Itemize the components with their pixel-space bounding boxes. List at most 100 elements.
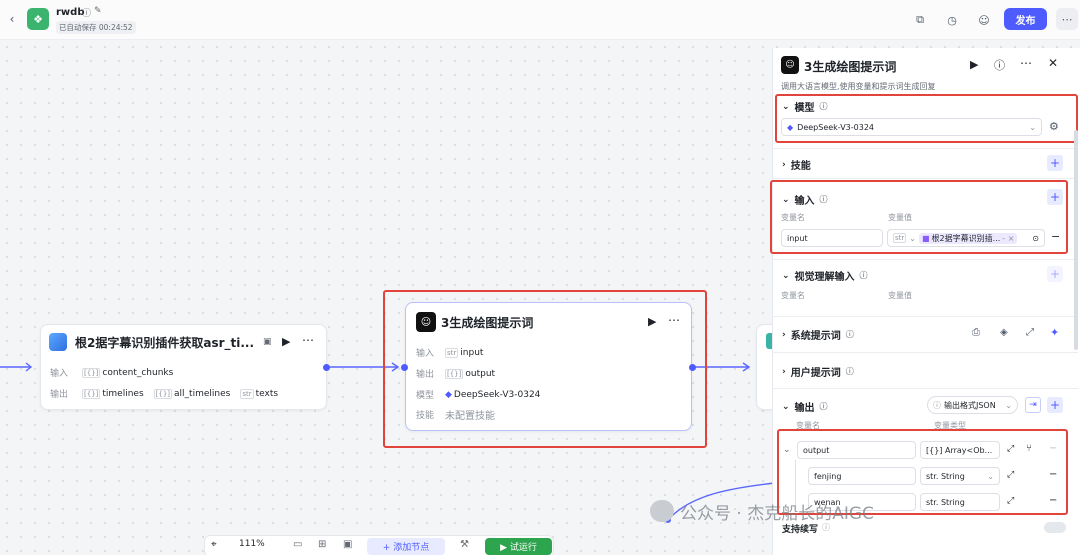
output-tag: output [465, 368, 496, 379]
input-label: 输入 [50, 369, 69, 379]
debug-icon[interactable]: ⚒ [460, 539, 469, 550]
plugin-icon [49, 333, 67, 351]
output-var-name-field[interactable]: fenjing [808, 467, 916, 485]
close-icon[interactable]: ✕ [1048, 56, 1059, 70]
add-skill-button[interactable]: + [1047, 155, 1063, 171]
remove-output-icon[interactable]: − [1049, 469, 1058, 480]
output-tag: timelines [102, 388, 144, 399]
more-icon[interactable]: ⋯ [302, 333, 314, 347]
output-format-select[interactable]: ⓘ 输出格式JSON ⌄ [927, 396, 1018, 414]
streaming-toggle[interactable] [1044, 522, 1066, 533]
publish-button[interactable]: 发布 [1004, 8, 1047, 30]
tree-line [795, 460, 796, 510]
reference-icon[interactable]: ⊙ [1032, 233, 1039, 243]
remove-output-icon[interactable]: − [1049, 443, 1058, 454]
var-value-header: 变量值 [888, 291, 912, 300]
info-icon: ⓘ [819, 102, 828, 111]
clear-icon[interactable]: - × [1002, 233, 1015, 243]
highlight-frame-output [777, 429, 1068, 515]
expand-icon[interactable]: ⤢ [1007, 444, 1015, 454]
panel-scrollbar[interactable] [1074, 130, 1078, 350]
add-visual-input-button[interactable]: + [1047, 266, 1063, 282]
more-icon[interactable]: ⋯ [1020, 56, 1032, 70]
remove-output-icon[interactable]: − [1049, 495, 1058, 506]
input-port[interactable] [401, 364, 408, 371]
history-icon[interactable]: ◷ [947, 13, 957, 27]
info-icon: ⓘ [933, 400, 941, 410]
info-icon: ⓘ [859, 271, 868, 280]
plugin-icon: ■ [921, 233, 930, 243]
minimap-icon[interactable]: ▣ [343, 539, 353, 550]
node-title: 根2据字幕识别插件获取asr_ti... [75, 336, 255, 350]
add-output-button[interactable]: + [1047, 397, 1063, 413]
play-icon[interactable]: ▶ [282, 335, 291, 348]
play-icon[interactable]: ▶ [970, 58, 979, 71]
comment-icon[interactable]: ▭ [293, 539, 303, 550]
collapse-icon[interactable]: ⌄ [783, 445, 791, 455]
var-name-header: 变量名 [781, 213, 805, 222]
ai-generate-icon[interactable]: ✦ [1050, 326, 1060, 339]
output-label: 输出 [50, 390, 69, 400]
info-icon[interactable]: ⓘ [82, 9, 92, 19]
play-icon[interactable]: ▶ [648, 315, 657, 328]
help-icon[interactable]: ⓘ [994, 59, 1005, 72]
expand-icon[interactable]: ⤢ [1026, 327, 1034, 338]
skills-section-header[interactable]: ›技能 [782, 159, 811, 173]
llm-icon: ☺ [781, 56, 799, 74]
chevron-down-icon: ⌄ [909, 233, 916, 243]
output-port[interactable] [689, 364, 696, 371]
info-icon: ⓘ [845, 330, 854, 339]
model-select[interactable]: ◆ DeepSeek-V3-0324 ⌄ [781, 118, 1042, 136]
input-var-reference[interactable]: 根2据字幕识别插... [931, 233, 1001, 243]
var-name-header: 变量名 [781, 291, 805, 300]
output-var-type-select[interactable]: [{}] Array<Ob... [920, 441, 1000, 459]
copy-icon[interactable]: ⧉ [916, 13, 924, 26]
run-button[interactable]: ▶ 试运行 [485, 538, 552, 555]
output-var-name-field[interactable]: wenan [808, 493, 916, 511]
input-var-name-field[interactable]: input [781, 229, 883, 247]
card-icon[interactable]: ▣ [263, 337, 272, 347]
deepseek-icon: ◆ [787, 122, 794, 132]
output-var-type-select[interactable]: str. String [920, 493, 1000, 511]
back-icon[interactable]: ‹ [9, 12, 15, 26]
template-icon[interactable]: ⎙ [972, 327, 980, 338]
streaming-label: 支持续写 [782, 525, 819, 535]
highlight-frame-model [775, 94, 1078, 143]
expand-icon[interactable]: ⤢ [1007, 470, 1015, 480]
input-tag: content_chunks [102, 367, 174, 378]
edit-icon[interactable]: ✎ [94, 6, 102, 16]
node-subtitle-recognition[interactable]: 根2据字幕识别插件获取asr_ti... ▣ ▶ ⋯ 输入 [{}]conten… [40, 324, 327, 410]
optimize-icon[interactable]: ◈ [1000, 327, 1008, 338]
layout-icon[interactable]: ⊞ [318, 539, 327, 550]
add-child-icon[interactable]: ⑂ [1026, 443, 1032, 454]
info-icon: ⓘ [819, 402, 828, 411]
chevron-down-icon: ⌄ [1005, 400, 1012, 410]
import-json-icon[interactable]: ⇥ [1025, 397, 1041, 413]
zoom-select[interactable]: 111% [239, 539, 265, 549]
info-icon: ⓘ [845, 367, 854, 376]
output-port[interactable] [323, 364, 330, 371]
more-icon[interactable]: ⋯ [1056, 8, 1078, 30]
add-input-button[interactable]: + [1047, 189, 1063, 205]
collaborator-icon[interactable]: ☺ [978, 13, 990, 27]
mouse-icon[interactable]: ⌖ [211, 539, 217, 550]
more-icon[interactable]: ⋯ [668, 313, 680, 327]
settings-icon[interactable]: ⚙ [1049, 120, 1059, 133]
add-node-button[interactable]: + 添加节点 [367, 538, 445, 555]
remove-input-icon[interactable]: − [1051, 230, 1061, 243]
input-var-value-field[interactable]: str ⌄ ■ 根2据字幕识别插... - × ⊙ [887, 229, 1045, 247]
output-var-type-select[interactable]: str. String⌄ [920, 467, 1000, 485]
input-tag: input [460, 347, 484, 358]
info-icon: ⓘ [822, 523, 830, 532]
expand-icon[interactable]: ⤢ [1007, 496, 1015, 506]
output-var-name-field[interactable]: output [797, 441, 916, 459]
info-icon: ⓘ [819, 195, 828, 204]
watermark-text: 公众号 · 杰克船长的AIGC [680, 504, 874, 524]
